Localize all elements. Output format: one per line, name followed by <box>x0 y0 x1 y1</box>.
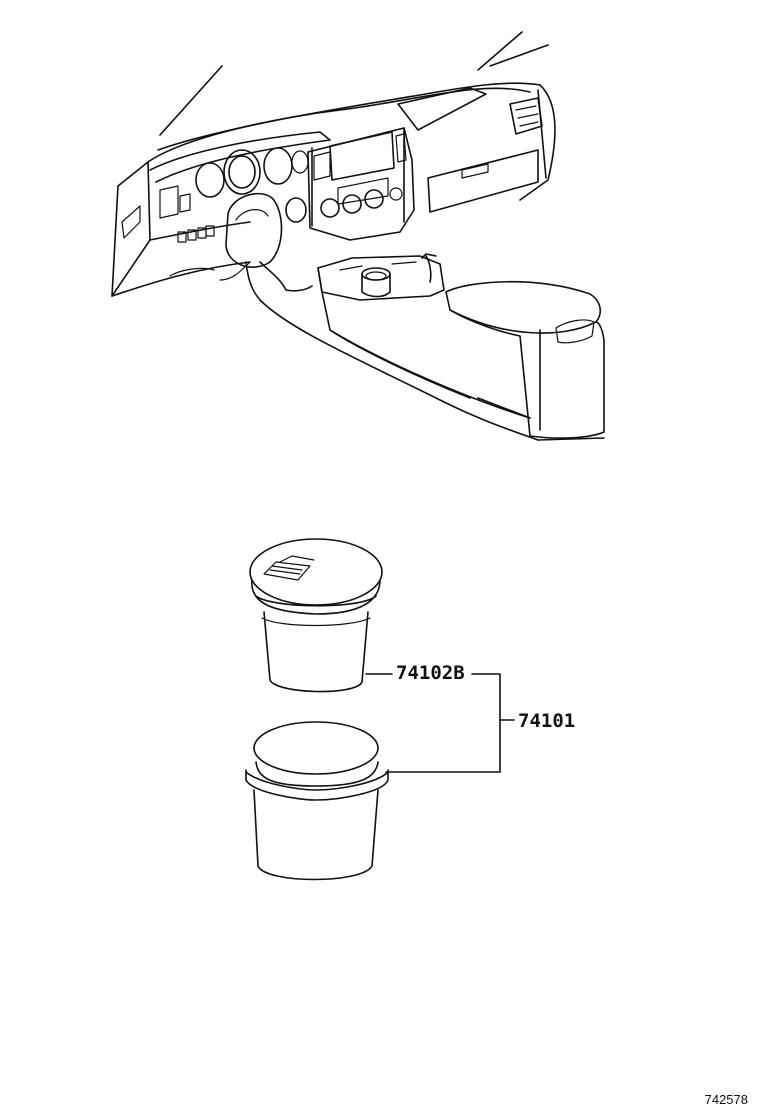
inner-cup-part-number: 74102B <box>396 662 465 684</box>
illustration-id: 742578 <box>704 1092 748 1107</box>
inner-cup-part-illustration <box>249 538 383 693</box>
callout-leaders <box>365 673 515 773</box>
assembly-part-number: 74101 <box>518 710 576 732</box>
dashboard-overview-illustration <box>111 31 605 441</box>
cup-holder-assembly-illustration <box>245 721 389 881</box>
